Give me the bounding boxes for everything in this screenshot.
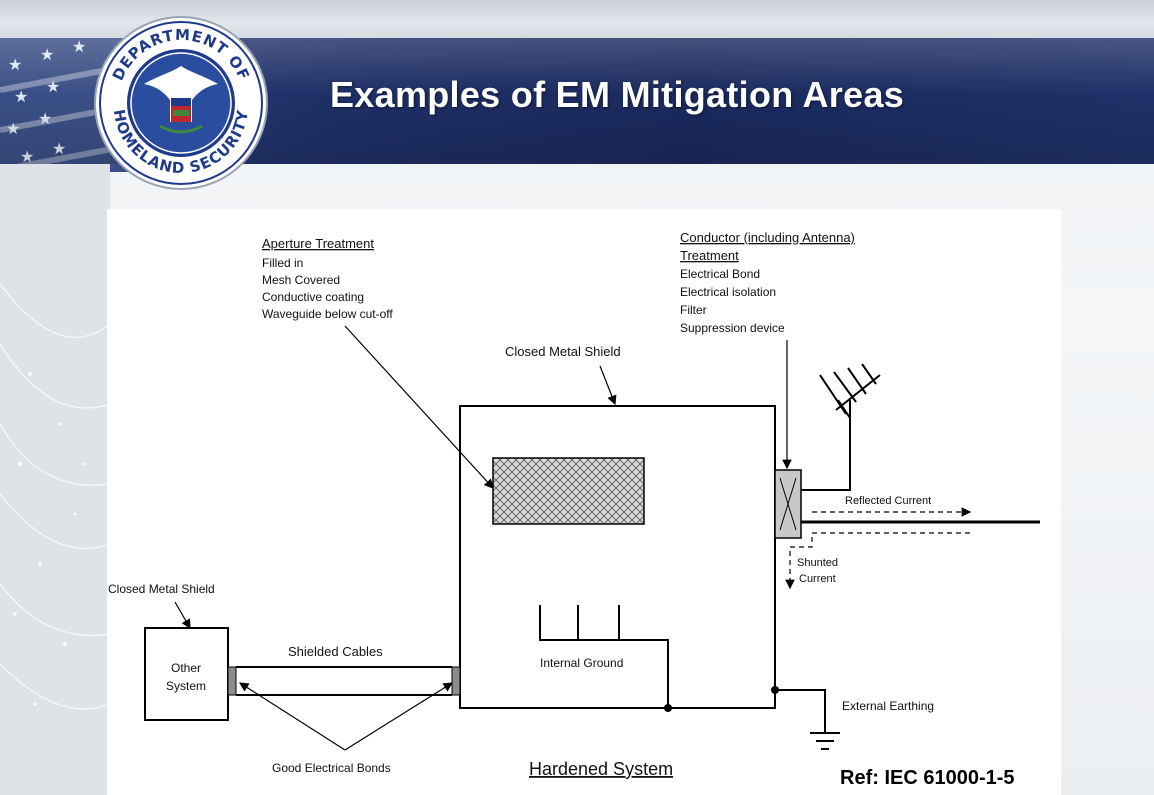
shunted-current-label: Shunted bbox=[797, 557, 838, 569]
external-earthing-label: External Earthing bbox=[842, 699, 934, 713]
shunted-current-arrow bbox=[785, 532, 970, 590]
good-electrical-bonds-label: Good Electrical Bonds bbox=[272, 761, 391, 775]
closed-metal-shield-label: Closed Metal Shield bbox=[505, 344, 621, 359]
slide-title: Examples of EM Mitigation Areas bbox=[330, 74, 905, 115]
svg-text:★: ★ bbox=[20, 147, 34, 166]
bond-right bbox=[451, 666, 461, 696]
bond-arrow-left bbox=[238, 682, 346, 751]
antenna-lead bbox=[801, 400, 851, 491]
earthing-conductor bbox=[775, 689, 826, 733]
internal-ground-label: Internal Ground bbox=[540, 656, 623, 670]
conductor-item: Electrical Bond bbox=[680, 267, 760, 281]
fiber-optic-decoration bbox=[0, 164, 110, 795]
aperture-item: Waveguide below cut-off bbox=[262, 307, 393, 321]
svg-text:★: ★ bbox=[8, 55, 22, 74]
conductor-item: Electrical isolation bbox=[680, 285, 776, 299]
conductor-treatment-heading-2: Treatment bbox=[680, 248, 739, 263]
reflected-current-label: Reflected Current bbox=[845, 495, 931, 507]
other-shield-leader-line bbox=[174, 601, 191, 630]
hardened-system-enclosure bbox=[459, 405, 776, 709]
aperture-item: Conductive coating bbox=[262, 290, 364, 304]
svg-text:★: ★ bbox=[46, 77, 60, 96]
aperture-item: Filled in bbox=[262, 256, 303, 270]
hardened-system-label: Hardened System bbox=[529, 759, 673, 779]
other-system-label-2: System bbox=[166, 679, 206, 693]
aperture-leader-line bbox=[344, 325, 494, 489]
conductor-item: Suppression device bbox=[680, 321, 785, 335]
other-shield-label: Closed Metal Shield bbox=[108, 582, 215, 596]
bond-left bbox=[227, 666, 237, 696]
aperture-item: Mesh Covered bbox=[262, 273, 340, 287]
aperture-treatment-heading: Aperture Treatment bbox=[262, 236, 374, 251]
reference-text: Ref: IEC 61000-1-5 bbox=[840, 767, 1015, 789]
mesh-aperture bbox=[492, 457, 645, 525]
conductor-item: Filter bbox=[680, 303, 707, 317]
internal-ground-bus bbox=[539, 605, 669, 708]
antenna-icon bbox=[819, 363, 881, 419]
svg-text:★: ★ bbox=[52, 139, 66, 158]
conductor-treatment-heading: Conductor (including Antenna) bbox=[680, 230, 855, 245]
svg-text:★: ★ bbox=[14, 87, 28, 106]
shunted-current-label-2: Current bbox=[799, 573, 836, 585]
shielded-cables-label: Shielded Cables bbox=[288, 644, 383, 659]
earth-ground-icon bbox=[810, 732, 840, 750]
svg-text:★: ★ bbox=[38, 109, 52, 128]
svg-text:★: ★ bbox=[40, 45, 54, 64]
dhs-seal-logo: DEPARTMENT OF HOMELAND SECURITY bbox=[94, 16, 268, 190]
bond-arrow-right bbox=[344, 682, 454, 751]
shield-leader-line bbox=[599, 365, 617, 406]
svg-text:★: ★ bbox=[6, 119, 20, 138]
other-system-label: Other bbox=[171, 661, 201, 675]
svg-text:★: ★ bbox=[72, 37, 86, 56]
